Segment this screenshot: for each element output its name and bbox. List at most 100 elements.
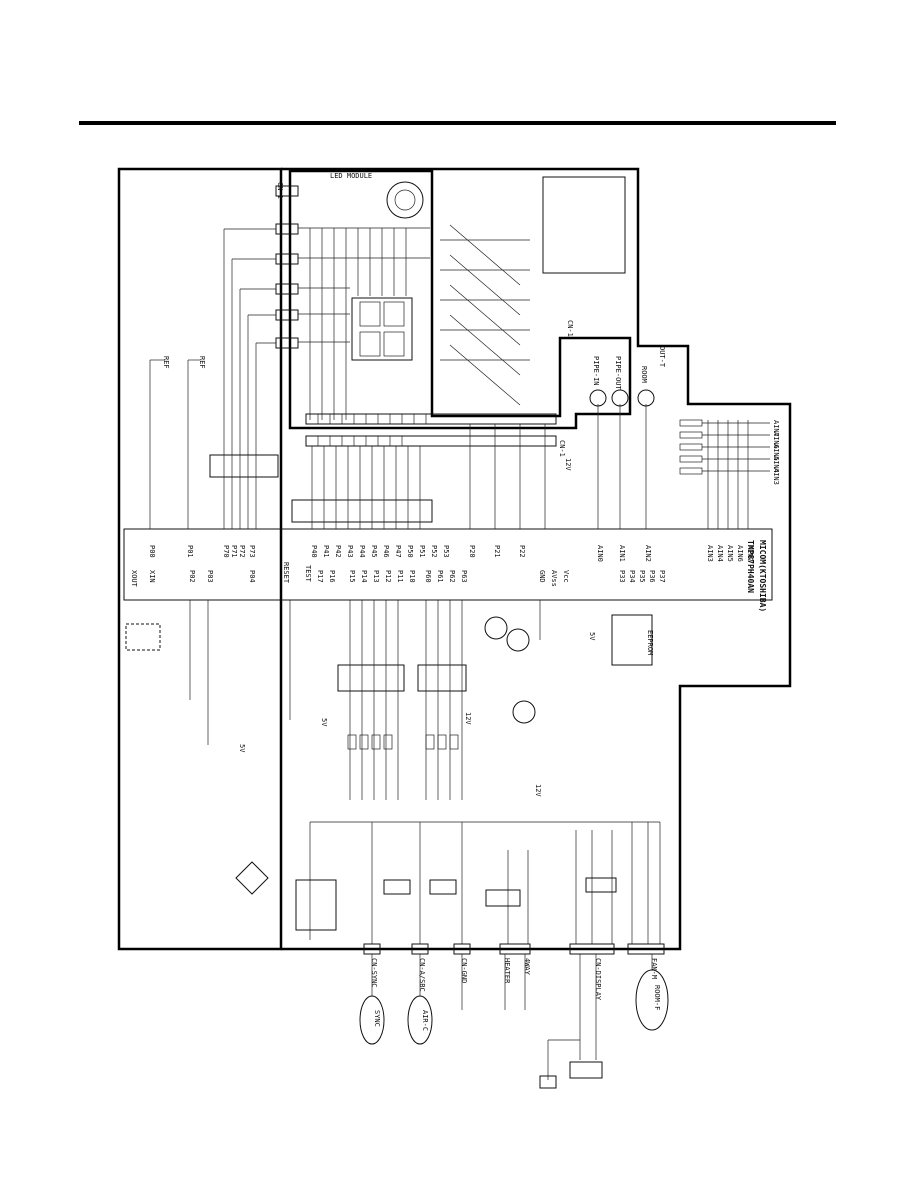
net-label: 12V <box>564 458 572 471</box>
crystal <box>125 623 161 651</box>
pin-label: P01 <box>186 545 194 558</box>
pin-label: P73 <box>248 545 256 558</box>
bridge-rectifier <box>235 861 269 895</box>
pin-label: P34 <box>628 570 636 583</box>
pin-label: AVss <box>550 570 558 587</box>
pin-label: P53 <box>442 545 450 558</box>
pin-label: P72 <box>238 545 246 558</box>
net-label: AIN5 <box>772 444 780 461</box>
connector-row-1 <box>305 413 557 425</box>
pin-label: P22 <box>518 545 526 558</box>
pin-label: P16 <box>328 570 336 583</box>
pin-label: AIN0 <box>596 545 604 562</box>
pin-label: P14 <box>360 570 368 583</box>
net-label: REF <box>198 356 206 369</box>
pin-label: P46 <box>382 545 390 558</box>
cn1-label-a: CN-1 <box>276 182 284 199</box>
pin-label: P17 <box>316 570 324 583</box>
pin-label: AIN4 <box>716 545 724 562</box>
pin-label: P63 <box>460 570 468 583</box>
net-label: 5V <box>320 718 328 727</box>
cn1-label-b: CN-1 <box>558 440 566 457</box>
pin-label: P11 <box>396 570 404 583</box>
driver-ic-2 <box>417 664 467 692</box>
pin-label: P21 <box>493 545 501 558</box>
eeprom-label: EEPROM <box>646 630 654 655</box>
driver-ic-3 <box>209 454 279 478</box>
connector-row-2 <box>305 435 557 447</box>
net-label: REF <box>162 356 170 369</box>
relay-box <box>542 176 626 274</box>
cn-display-label: CN-DISPLAY <box>594 958 602 1001</box>
eeprom-chip <box>611 614 653 666</box>
net-label: 5V <box>238 744 246 753</box>
pin-label: P20 <box>468 545 476 558</box>
net-label: AIN4 <box>772 456 780 473</box>
pin-label: XOUT <box>130 570 138 588</box>
power-plug <box>539 1075 557 1089</box>
net-label: PIPE-IN <box>592 356 600 386</box>
pin-label: P04 <box>248 570 256 583</box>
pin-label: AIN5 <box>726 545 734 562</box>
pin-label: P35 <box>638 570 646 583</box>
fourway-label: 4WAY <box>523 958 531 976</box>
pin-label: P43 <box>346 545 354 558</box>
pin-label: RESET <box>282 562 290 584</box>
transformer <box>295 879 337 931</box>
pin-label: P44 <box>358 545 366 558</box>
pin-label: P03 <box>206 570 214 583</box>
led-module-label: LED MODULE <box>330 172 372 180</box>
mcu-chip <box>123 528 773 601</box>
pin-label: P12 <box>384 570 392 583</box>
pin-label: Vcc <box>562 570 570 583</box>
pin-label: P60 <box>424 570 432 583</box>
driver-ic-1 <box>337 664 405 692</box>
pin-label: P45 <box>370 545 378 558</box>
pin-label: P62 <box>448 570 456 583</box>
airc-motor-label: AIR-C <box>421 1010 429 1031</box>
mcu-part-label: MICOM(KTOSHIBA) <box>758 540 767 612</box>
sync-motor-label: SYNC <box>373 1010 381 1027</box>
net-label: ROOM <box>640 366 648 383</box>
cn-sync-label: CN-SYNC <box>370 958 378 988</box>
board-outline-left <box>117 167 283 951</box>
pin-label: GND <box>538 570 546 583</box>
pin-label: P71 <box>230 545 238 558</box>
seven-seg-display <box>351 297 413 361</box>
led-module-box <box>288 169 632 430</box>
driver-ic-4 <box>291 499 433 523</box>
cn-gnd-label: CN-GND <box>460 958 468 983</box>
pin-label: P10 <box>408 570 416 583</box>
pin-label: P00 <box>148 545 156 558</box>
pin-label: P36 <box>648 570 656 583</box>
pin-label: P47 <box>394 545 402 558</box>
pin-label: P51 <box>418 545 426 558</box>
receiver-symbol <box>386 181 424 219</box>
cn1-label-c: CN-1 <box>566 320 574 337</box>
mcu-model-label: TMP87PH40AN <box>746 540 755 593</box>
pin-label: P40 <box>310 545 318 558</box>
net-label: 12V <box>534 784 542 797</box>
pin-label: AIN3 <box>706 545 714 562</box>
net-label: 12V <box>464 712 472 725</box>
pin-label: P61 <box>436 570 444 583</box>
pin-label: AIN2 <box>644 545 652 562</box>
pin-label: XIN <box>148 570 156 583</box>
terminal-block <box>569 1061 603 1079</box>
header-rule <box>79 121 836 125</box>
cn-asbc-label: CN-A/SBC <box>418 958 426 992</box>
pin-label: P37 <box>658 570 666 583</box>
pin-label: P42 <box>334 545 342 558</box>
room-fan-label: ROOM-F <box>653 985 661 1010</box>
net-label: AIN7 <box>772 420 780 437</box>
net-label: 5V <box>588 632 596 641</box>
net-label: AIN3 <box>772 468 780 485</box>
pin-label: P52 <box>430 545 438 558</box>
pin-label: P41 <box>322 545 330 558</box>
pin-label: TEST <box>304 565 312 583</box>
pin-label: P15 <box>348 570 356 583</box>
pin-label: P70 <box>222 545 230 558</box>
net-label: AIN6 <box>772 432 780 449</box>
pin-label: AIN7 <box>746 545 754 562</box>
